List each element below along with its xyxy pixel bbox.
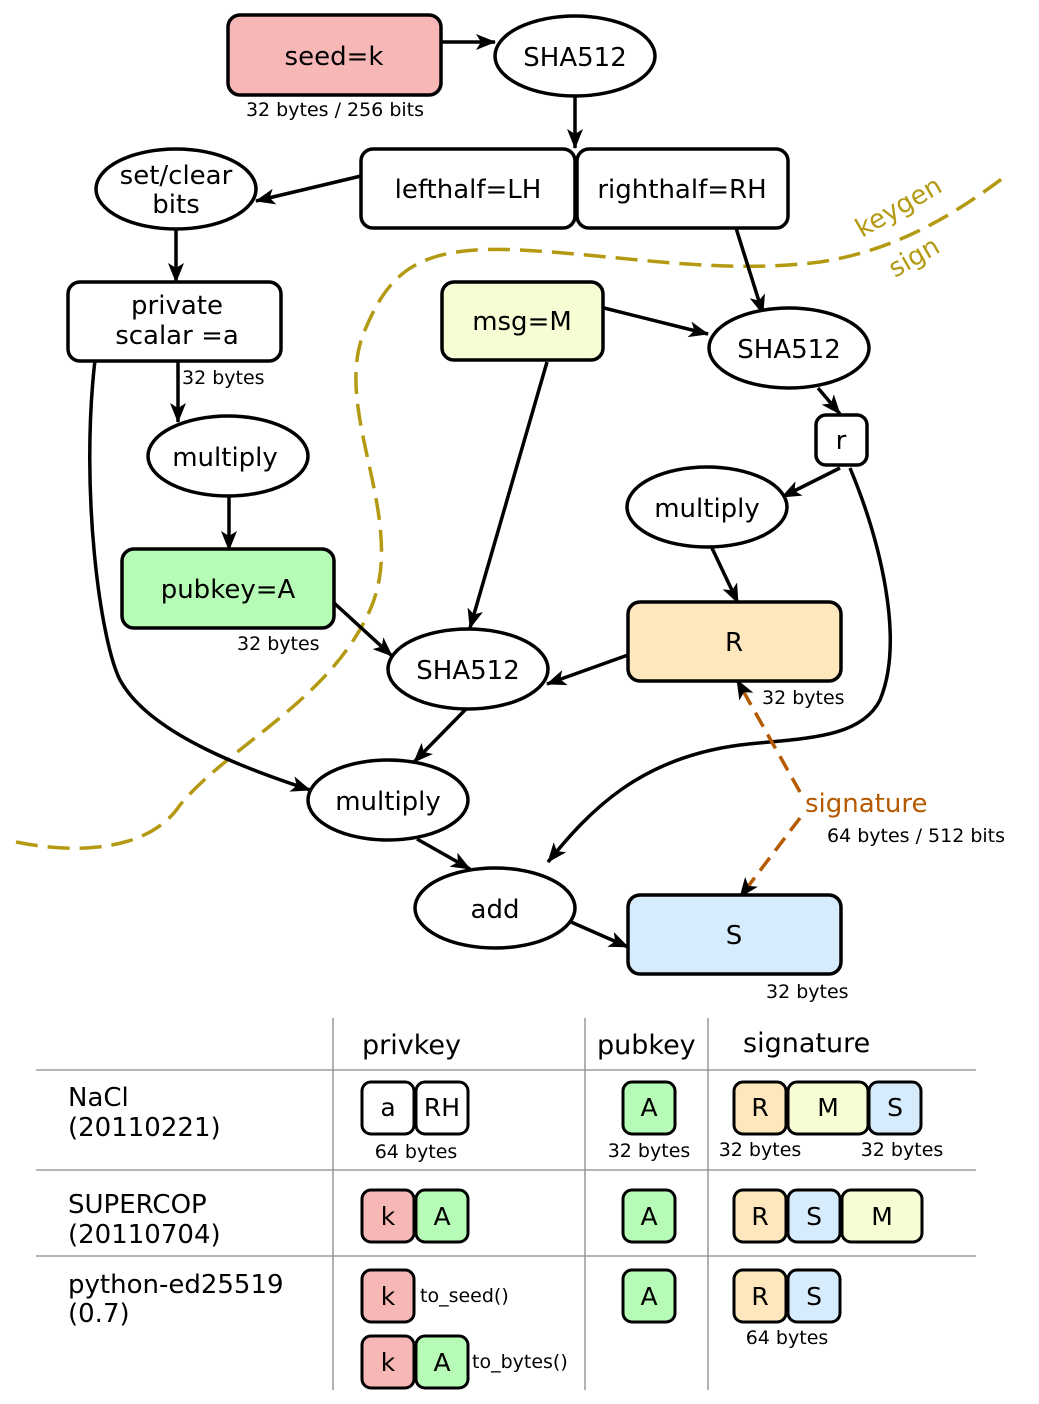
edge-msg-sha512mid <box>467 361 549 629</box>
multiply-right-node: multiply <box>625 465 789 549</box>
private-label-2: scalar =a <box>115 321 239 351</box>
sha512-top-node: SHA512 <box>493 14 657 98</box>
lefthalf-node: lefthalf=LH <box>359 147 577 230</box>
chip: R <box>751 1202 768 1231</box>
lefthalf-label: lefthalf=LH <box>395 175 542 205</box>
note: 64 bytes <box>375 1141 458 1163</box>
edge-r-add <box>546 467 892 864</box>
edge-signature-R <box>735 679 802 793</box>
edge-rh-sha512 <box>734 227 765 315</box>
row-supercop-name: SUPERCOP <box>68 1190 207 1220</box>
private-scalar-node: private scalar =a <box>66 280 283 363</box>
chip: S <box>806 1202 822 1231</box>
chip: A <box>640 1282 657 1311</box>
R-label: R <box>725 628 743 658</box>
chip: RH <box>424 1093 460 1122</box>
add-node: add <box>413 866 577 950</box>
table-header-pubkey: pubkey <box>597 1030 696 1061</box>
note: 32 bytes <box>608 1140 691 1162</box>
S-label: S <box>726 921 743 951</box>
chip: k <box>381 1282 396 1311</box>
edge-multiply-R <box>709 545 740 604</box>
keygen-sign-boundary <box>15 176 1005 850</box>
note: to_bytes() <box>472 1351 568 1373</box>
keygen-label: keygen <box>851 171 948 244</box>
row-python-version: (0.7) <box>68 1299 130 1329</box>
chip: R <box>751 1282 768 1311</box>
pubkey-size: 32 bytes <box>237 633 320 655</box>
righthalf-node: righthalf=RH <box>575 147 790 230</box>
note: 32 bytes <box>719 1139 802 1161</box>
multiply-right-label: multiply <box>654 494 760 524</box>
table-header-signature: signature <box>743 1028 870 1059</box>
chip: A <box>640 1202 657 1231</box>
private-size: 32 bytes <box>182 367 265 389</box>
sign-label: sign <box>884 231 946 284</box>
edge-sha512-r <box>816 386 842 416</box>
sha512-right-label: SHA512 <box>737 335 840 365</box>
chip: A <box>640 1093 657 1122</box>
pubkey-node: pubkey=A <box>120 547 336 630</box>
setclear-label-2: bits <box>152 190 199 220</box>
signature-size: 64 bytes / 512 bits <box>827 825 1005 847</box>
R-node: R <box>626 600 843 683</box>
edge-lh-setclear <box>255 174 362 205</box>
pubkey-label: pubkey=A <box>161 575 296 605</box>
row-python-name: python-ed25519 <box>68 1270 284 1300</box>
row-nacl-version: (20110221) <box>68 1113 221 1143</box>
chip: S <box>887 1093 903 1122</box>
seed-node: seed=k <box>226 13 443 97</box>
edge-r-multiply <box>781 466 841 499</box>
seed-box <box>226 13 443 97</box>
S-size: 32 bytes <box>766 981 849 1003</box>
sha512-right-node: SHA512 <box>707 306 871 390</box>
chip: R <box>751 1093 768 1122</box>
edge-add-S <box>570 920 629 949</box>
sha512-mid-node: SHA512 <box>386 627 550 711</box>
edge-private-multiply-bottom <box>88 359 311 792</box>
note: 64 bytes <box>746 1327 829 1349</box>
multiply-bottom-label: multiply <box>335 787 441 817</box>
r-node: r <box>814 413 869 467</box>
chip: M <box>871 1202 893 1231</box>
multiply-left-node: multiply <box>146 414 310 498</box>
note: to_seed() <box>420 1285 509 1307</box>
edge-pubkey-sha512mid <box>331 600 394 658</box>
seed-label: seed=k <box>285 42 384 72</box>
chip: k <box>381 1348 396 1377</box>
note: 32 bytes <box>861 1139 944 1161</box>
multiply-bottom-node: multiply <box>306 758 470 842</box>
chip: M <box>817 1093 839 1122</box>
edge-multiply-add <box>416 837 471 871</box>
add-label: add <box>471 895 520 925</box>
chip: S <box>806 1282 822 1311</box>
chip: a <box>380 1093 395 1122</box>
chip: A <box>433 1348 450 1377</box>
edge-msg-sha512 <box>603 306 709 338</box>
chip: k <box>381 1202 396 1231</box>
edge-signature-S <box>738 816 802 899</box>
seed-size: 32 bytes / 256 bits <box>246 99 424 121</box>
chip: A <box>433 1202 450 1231</box>
R-size: 32 bytes <box>762 687 845 709</box>
multiply-left-label: multiply <box>172 443 278 473</box>
private-label-1: private <box>131 291 223 321</box>
S-node: S <box>626 893 843 976</box>
setclear-node: set/clear bits <box>94 147 258 231</box>
msg-label: msg=M <box>472 307 572 337</box>
setclear-label-1: set/clear <box>120 161 233 191</box>
edge-R-sha512mid <box>546 653 629 686</box>
format-table: privkey pubkey signature NaCl (20110221)… <box>36 1018 976 1390</box>
r-label: r <box>836 426 847 456</box>
signature-label: signature <box>805 789 927 819</box>
sha512-top-label: SHA512 <box>523 43 626 73</box>
row-nacl-name: NaCl <box>68 1083 129 1113</box>
righthalf-label: righthalf=RH <box>597 175 766 205</box>
row-supercop-version: (20110704) <box>68 1220 221 1250</box>
msg-node: msg=M <box>440 280 605 362</box>
edge-sha512mid-multiply <box>412 706 469 764</box>
table-header-privkey: privkey <box>362 1030 461 1061</box>
sha512-mid-label: SHA512 <box>416 656 519 686</box>
